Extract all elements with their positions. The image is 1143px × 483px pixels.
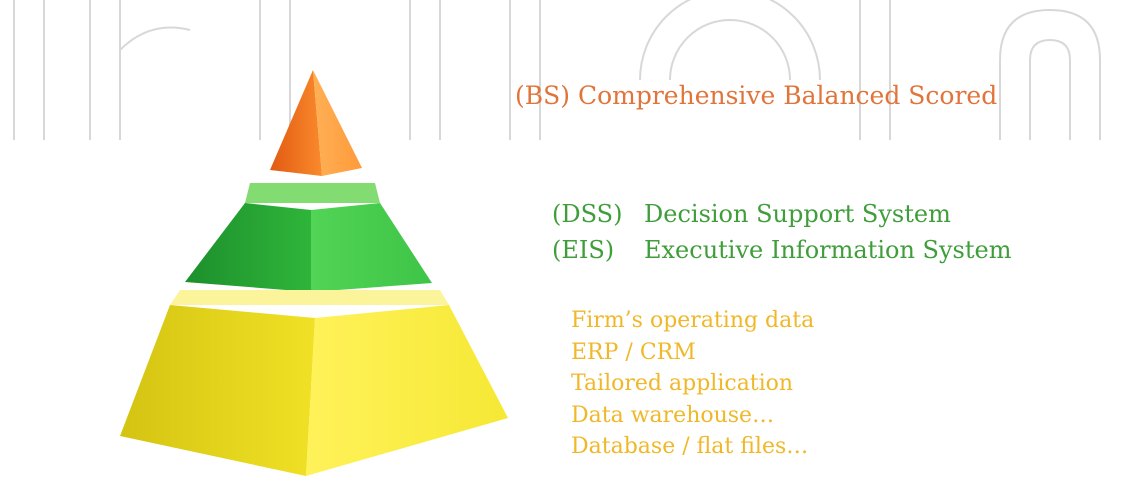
middle-tier-item: (DSS) Decision Support System [552,196,1011,232]
base-tier-item: Firm’s operating data [571,308,815,333]
base-tier-item: ERP / CRM [571,339,696,365]
top-tier-label: (BS) Comprehensive Balanced Scored [515,81,998,110]
base-tier-item: Database / flat files… [571,434,809,459]
middle-tier-name: Decision Support System [644,200,951,228]
pyramid-base-tier [120,290,508,476]
base-tier-item: Data warehouse… [571,402,775,428]
pyramid-diagram [120,70,508,476]
middle-tier-item: (EIS) Executive Information System [552,232,1011,268]
middle-tier-labels: (DSS) Decision Support System (EIS) Execut… [552,196,1011,268]
pyramid-middle-tier [185,183,432,292]
pyramid-top-tier [270,70,362,176]
middle-tier-name: Executive Information System [644,236,1012,264]
middle-tier-abbr: (EIS) [552,236,615,264]
base-tier-labels: Firm’s operating data ERP / CRM Tailored… [571,305,814,463]
background-watermark [13,0,1101,140]
middle-tier-abbr: (DSS) [552,200,623,228]
base-tier-item: Tailored application [571,371,794,396]
